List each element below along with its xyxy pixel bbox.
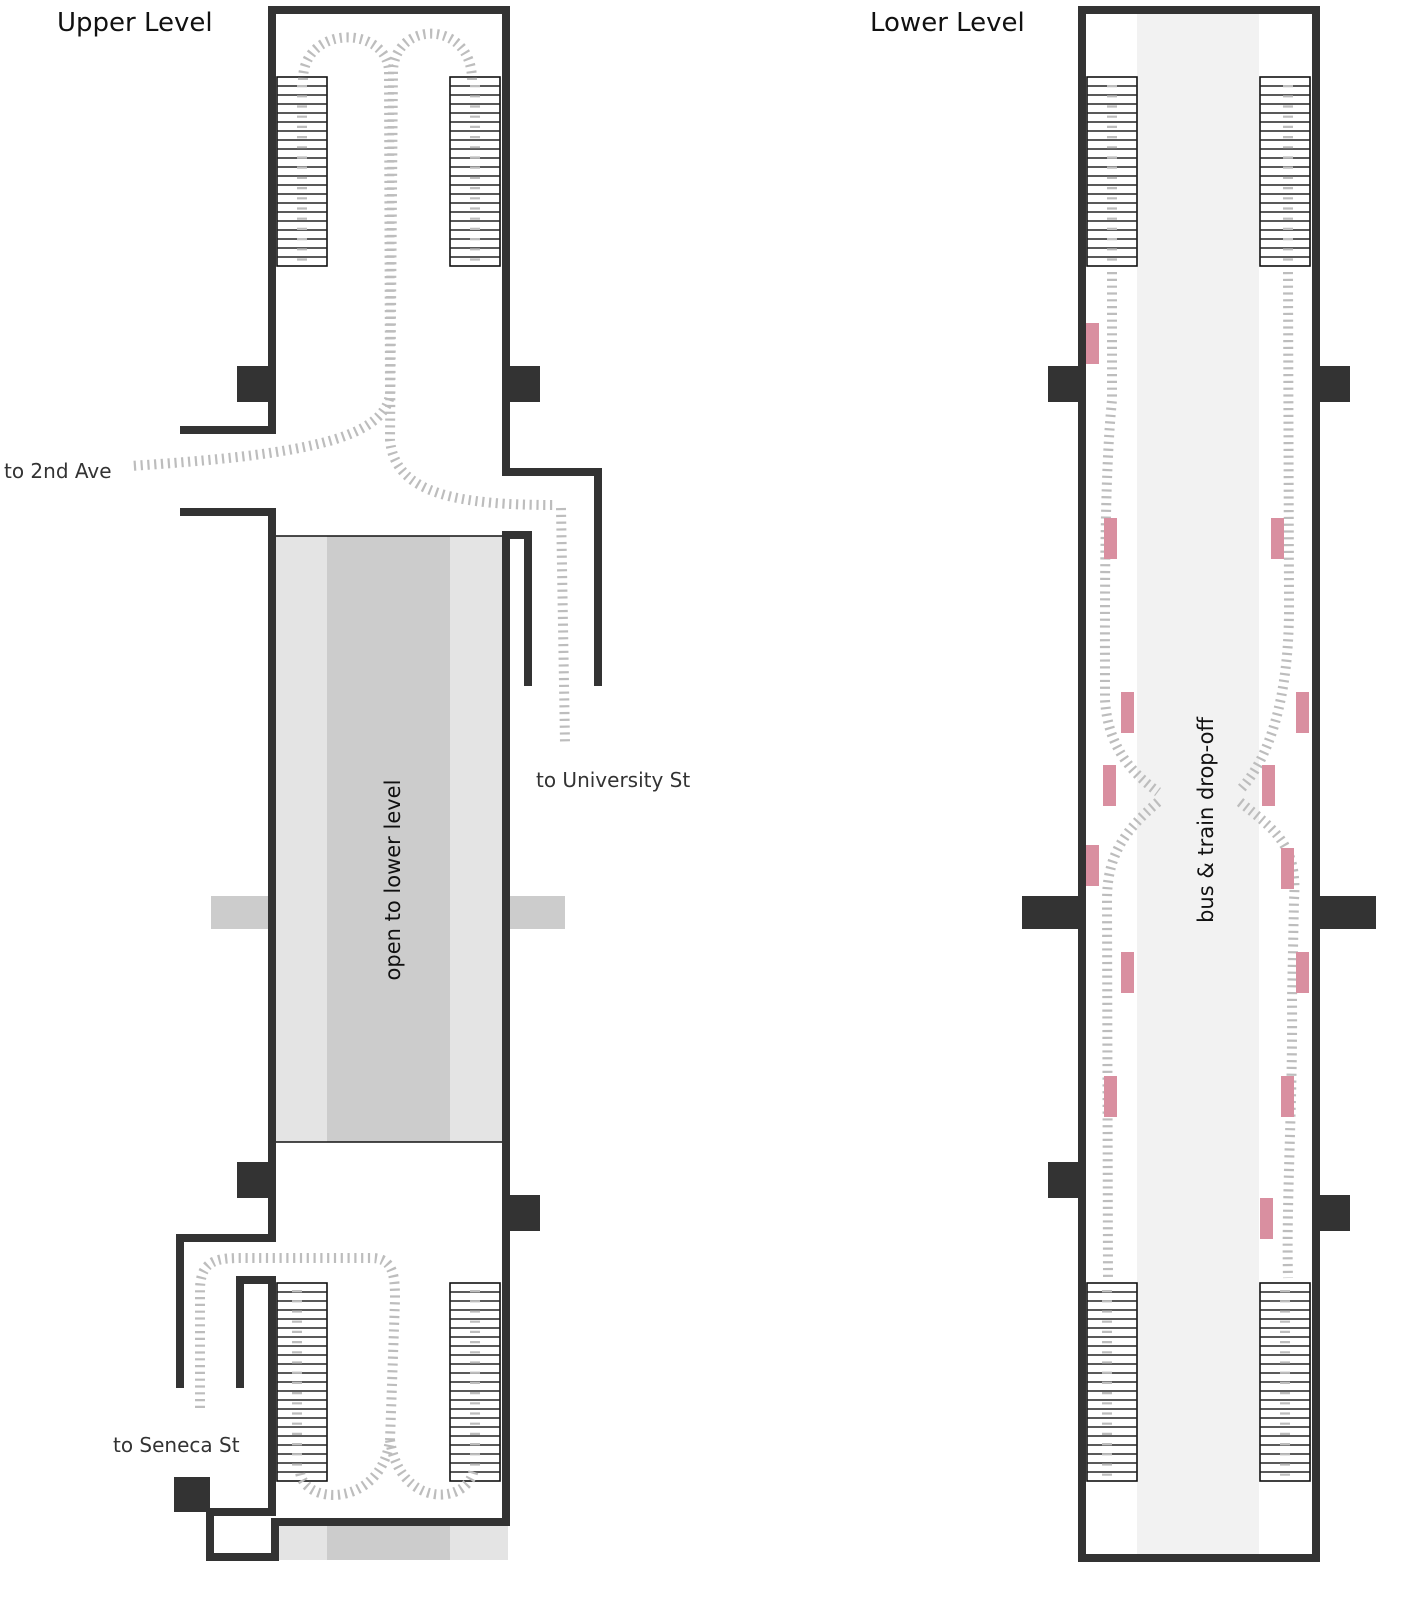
open-to-lower-level-area: open to lower level <box>275 535 503 1143</box>
stairs-upper-top-right <box>449 76 501 267</box>
bottom-open-strip <box>278 1525 508 1560</box>
stairs-lower-top-left <box>1086 76 1138 267</box>
stair-outline <box>1086 76 1138 267</box>
pillars-lower <box>1022 366 1376 1231</box>
crossbeam-left <box>211 896 272 929</box>
stair-outline <box>276 76 328 267</box>
lower-level-title: Lower Level <box>870 8 1025 38</box>
walking-paths-lower <box>1099 85 1300 1478</box>
lower-level-plan: Lower Level bus & train drop-off <box>870 6 1376 1562</box>
stair-outline <box>1259 76 1311 267</box>
walls-upper <box>176 6 602 1561</box>
walls-lower <box>1078 6 1320 1562</box>
exit-label-seneca-st: to Seneca St <box>113 1433 240 1457</box>
stair-outline <box>449 76 501 267</box>
stairs-upper-top-left <box>276 76 328 267</box>
walking-paths-upper <box>129 28 570 1500</box>
stairs-lower-top-right <box>1259 76 1311 267</box>
bus-train-platform <box>1137 12 1259 1554</box>
pillars-upper <box>174 366 540 1512</box>
exit-label-2nd-ave: to 2nd Ave <box>4 459 112 483</box>
crossbeam-right <box>506 896 565 929</box>
upper-level-title: Upper Level <box>57 8 213 38</box>
open-area-label: open to lower level <box>381 780 405 981</box>
kiosks <box>1086 323 1309 1239</box>
upper-level-plan: Upper Level open to lower level to 2nd A… <box>4 6 690 1561</box>
exit-label-university-st: to University St <box>536 768 690 792</box>
platform-label: bus & train drop-off <box>1194 717 1218 923</box>
